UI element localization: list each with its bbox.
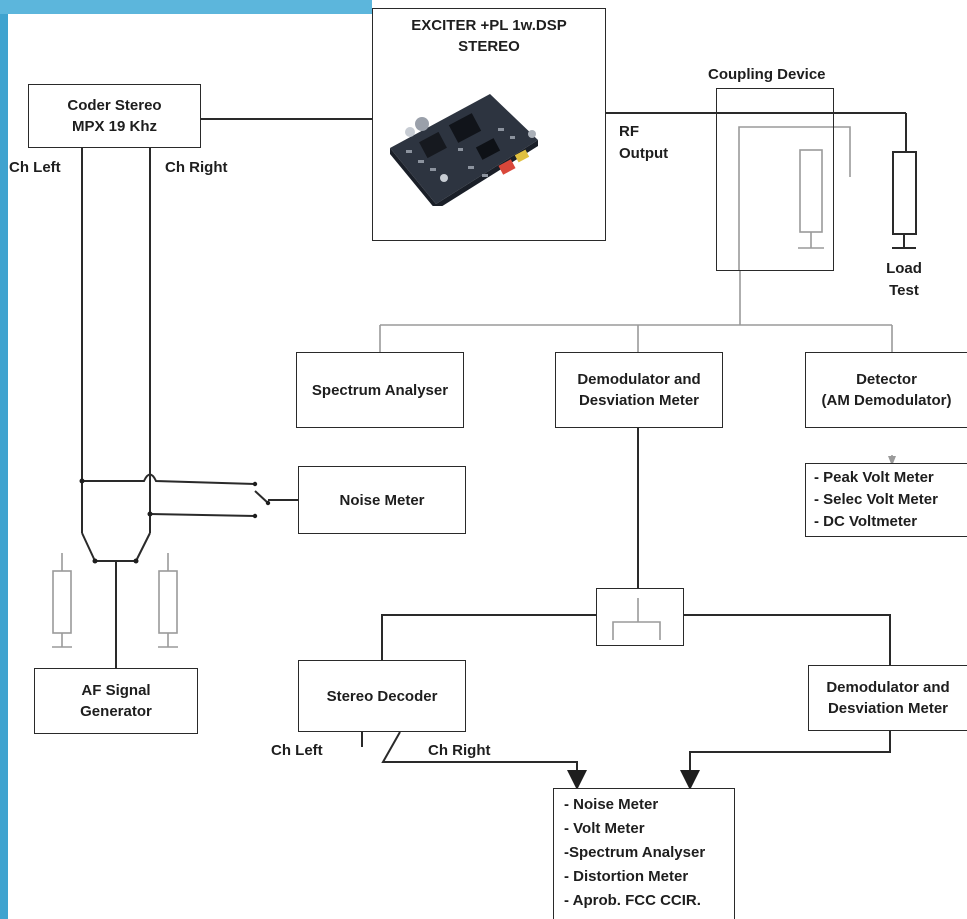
exciter-title-line2: STEREO [458,38,520,55]
detector-line1: Detector [856,371,917,388]
stereo-decoder-label: Stereo Decoder [326,687,438,705]
detector-meter-selec: - Selec Volt Meter [814,491,938,508]
spectrum-analyser-label: Spectrum Analyser [311,381,449,399]
instrument-distortion-meter: - Distortion Meter [564,868,689,885]
coder-line2: MPX 19 Khz [71,118,158,135]
af-signal-generator-block: AF Signal Generator [34,668,198,734]
decoder-ch-left-label: Ch Left [271,742,323,759]
coupling-device-block [716,88,834,271]
exciter-board-image [390,94,538,206]
stereo-decoder-block: Stereo Decoder [298,660,466,732]
coupling-device-label: Coupling Device [708,66,826,83]
rf-output-line1: RF [619,123,639,140]
switch-blade [254,490,269,504]
wire-to-demod-bottom [684,614,891,665]
decoder-ch-right-label: Ch Right [428,742,491,759]
demodulator-bottom-line1: Demodulator and [826,679,950,696]
detector-meter-peak: - Peak Volt Meter [814,469,934,486]
demodulator-bottom-line2: Desviation Meter [827,700,949,717]
wire-tap-left [82,473,256,485]
af-generator-line1: AF Signal [81,682,151,699]
instrument-noise-meter: - Noise Meter [564,796,659,813]
load-test-line1: Load [886,260,922,277]
signal-splitter-block [596,588,684,646]
decoder-switch [381,731,432,763]
coder-line1: Coder Stereo [67,97,162,114]
instruments-block: - Noise Meter - Volt Meter -Spectrum Ana… [553,788,735,919]
spectrum-analyser-block: Spectrum Analyser [296,352,464,428]
load-test-label: Load Test [876,258,932,302]
instrument-spectrum-analyser: -Spectrum Analyser [564,844,706,861]
detector-block: Detector (AM Demodulator) [805,352,967,428]
wire-tap-right [149,513,256,517]
load-test-line2: Test [889,282,919,299]
af-generator-line2: Generator [80,703,152,720]
demodulator-top-line1: Demodulator and [577,371,701,388]
detector-meter-dc: - DC Voltmeter [814,513,918,530]
demodulator-bottom-block: Demodulator and Desviation Meter [808,665,967,731]
noise-meter-label: Noise Meter [339,491,425,509]
rf-output-label: RF Output [619,121,668,165]
noise-meter-block: Noise Meter [298,466,466,534]
arrow-decoder-instruments [432,761,587,790]
rf-output-line2: Output [619,145,669,162]
wire-to-stereo-decoder [381,614,596,660]
instrument-aprob: - Aprob. FCC CCIR. [564,892,701,909]
detector-meters-block: - Peak Volt Meter - Selec Volt Meter - D… [805,463,967,537]
exciter-title-line1: EXCITER +PL 1w.DSP [411,17,567,34]
demodulator-top-block: Demodulator and Desviation Meter [555,352,723,428]
coder-ch-right-label: Ch Right [165,159,228,176]
coder-ch-left-label: Ch Left [9,159,61,176]
detector-line2: (AM Demodulator) [821,392,952,409]
arrow-demod-instruments [680,731,891,790]
instrument-volt-meter: - Volt Meter [564,820,645,837]
slide-corner-accent [0,0,372,14]
coder-stereo-block: Coder Stereo MPX 19 Khz [28,84,201,148]
demodulator-top-line2: Desviation Meter [578,392,700,409]
